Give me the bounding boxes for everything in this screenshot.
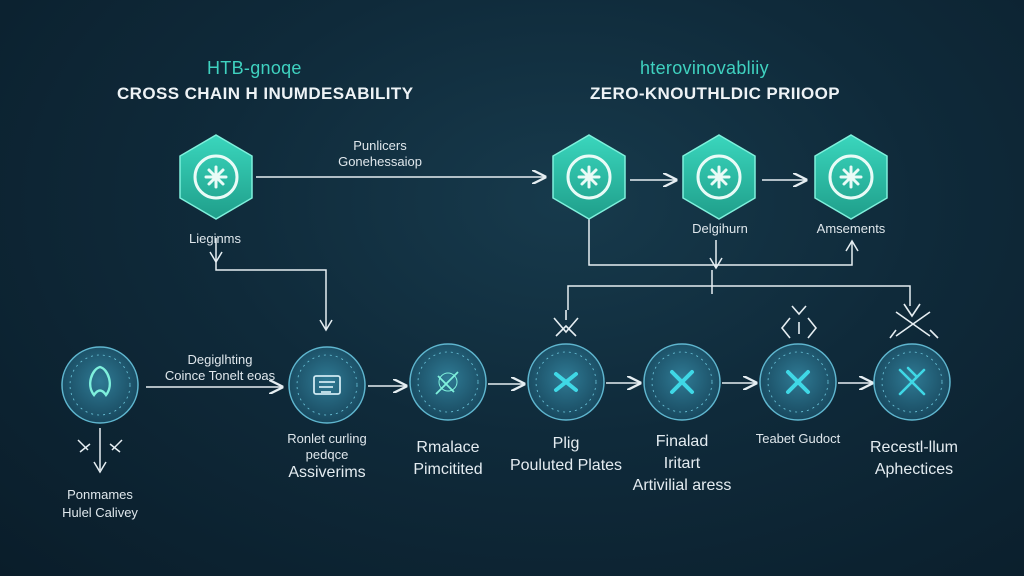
node4-label-1: Plig: [552, 435, 580, 452]
left-title: CROSS CHAIN H INUMDESABILITY: [117, 84, 414, 103]
node2-label-3: Assiverims: [288, 464, 366, 481]
node3-label-1: Rmalace: [416, 439, 480, 456]
left-subtitle: HTB-gnoqe: [207, 58, 302, 78]
node1-down-arrows: [77, 428, 123, 474]
hex3-label: Delgihurn: [692, 221, 748, 236]
node1-logo-icon: [89, 365, 111, 398]
connector-hex1-cap: [209, 251, 223, 264]
hex-node-4-icon: [839, 165, 863, 189]
circle-node-6[interactable]: [759, 343, 837, 421]
node5-label-2: Iritart: [663, 455, 701, 472]
connector-bracket-lower: [567, 285, 911, 310]
bottom-arrow-label-2: Coince Tonelt eoas: [164, 368, 276, 383]
node3-pen-icon: [435, 371, 459, 395]
hex-node-2[interactable]: [552, 134, 626, 220]
connector-hex2-hex4: [588, 215, 853, 266]
top-arrow-label-2: Gonehessaiop: [338, 154, 422, 169]
hex-node-4[interactable]: [814, 134, 888, 220]
top-arrow-label-1: Punlicers: [353, 138, 407, 153]
node2-document-icon: [313, 375, 341, 395]
node3-label-2: Pimcitited: [413, 461, 483, 478]
right-title: ZERO-KNOUTHLDIC PRIIOOP: [590, 84, 841, 103]
circle-node-4[interactable]: [527, 343, 605, 421]
connector-hex3-arrow: [709, 257, 723, 270]
connector-hex4-arrow: [845, 239, 859, 252]
split-icon-node7: [889, 303, 939, 339]
circle-node-1[interactable]: [61, 346, 139, 424]
node2-label-1: Ronlet curling: [287, 431, 367, 446]
circle-node-3[interactable]: [409, 343, 487, 421]
hex-node-1[interactable]: [179, 134, 253, 220]
hex4-label: Amsements: [816, 221, 886, 236]
hex-node-2-icon: [577, 165, 601, 189]
hex-node-3[interactable]: [682, 134, 756, 220]
hex-node-3-icon: [707, 165, 731, 189]
node4-label-2: Pouluted Plates: [509, 457, 623, 474]
circle-node-5[interactable]: [643, 343, 721, 421]
circle-node-7[interactable]: [873, 343, 951, 421]
node1-label-1: Ponmames: [67, 487, 133, 502]
node1-label-2: Hulel Calivey: [62, 505, 138, 520]
hex1-label: Lieginms: [188, 231, 242, 246]
bottom-arrow-label-1: Degiglhting: [187, 352, 253, 367]
split-icon-node6: [780, 305, 818, 339]
circle-node-2[interactable]: [288, 346, 366, 424]
node7-label-1: Recestl-llum: [869, 439, 958, 456]
node7-label-2: Aphectices: [874, 461, 954, 478]
node5-label-1: Finalad: [655, 433, 709, 450]
node5-label-3: Artivilial aress: [632, 477, 732, 494]
hex-node-1-icon: [204, 165, 228, 189]
connector-hex1-down-arrow: [319, 319, 333, 332]
node6-cross-icon: [786, 370, 810, 394]
node2-label-2: pedqce: [305, 447, 349, 462]
node6-label-1: Teabet Gudoct: [755, 431, 841, 446]
split-icon-node4: [553, 310, 579, 337]
node5-cross-icon: [670, 370, 694, 394]
node7-shuffle-icon: [898, 366, 926, 396]
right-subtitle: hterovinovabliiy: [640, 58, 769, 78]
node4-swap-icon: [554, 372, 578, 392]
connector-hex1-down: [215, 238, 327, 330]
